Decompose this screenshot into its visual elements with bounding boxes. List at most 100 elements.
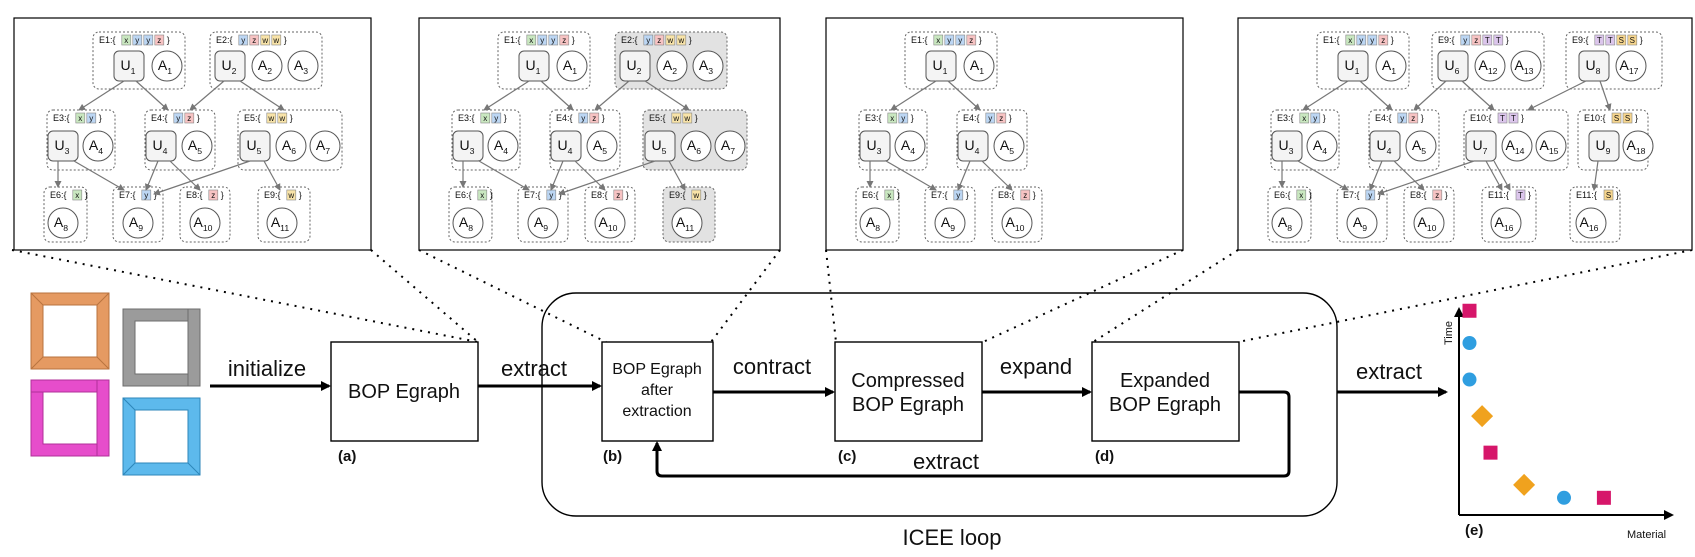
node-label-u1: U1 (121, 57, 136, 76)
node-label-a11: A11 (271, 214, 290, 233)
eclass-brace: } (299, 190, 302, 200)
plot-point-square (1483, 445, 1498, 460)
tag-label-x: x (480, 191, 484, 200)
eclass-label-e6: E6:{ (862, 190, 879, 200)
tag-label-y: y (241, 36, 245, 45)
tag-label-t: T (1500, 114, 1505, 123)
plot-point-circle (1462, 372, 1477, 387)
eclass-brace: } (154, 190, 157, 200)
eclass-brace: } (1528, 190, 1531, 200)
plot-point-square (1596, 490, 1611, 505)
eclass-brace: } (911, 113, 914, 123)
enode-a17 (1615, 50, 1647, 82)
enode-a11 (671, 207, 703, 239)
node-label-u7: U7 (1473, 137, 1488, 156)
eclass-label-e3: E3:{ (458, 113, 475, 123)
tag-y (1460, 34, 1471, 46)
node-label-a6: A6 (282, 137, 296, 156)
panel-label-c: (c) (838, 448, 856, 465)
pink-frame (30, 379, 110, 457)
node-label-a4: A4 (1313, 137, 1327, 156)
tag-label-s: S (1630, 36, 1635, 45)
edge (239, 80, 285, 111)
eclass-label-e5: E5:{ (244, 113, 261, 123)
eclass-label-e8: E8:{ (998, 190, 1015, 200)
node-label-u4: U4 (1377, 137, 1392, 156)
tag-label-t: T (1511, 114, 1516, 123)
tag-y (955, 34, 966, 46)
tag-label-w: w (666, 36, 673, 45)
node-label-a9: A9 (129, 214, 143, 233)
eclass-brace: } (167, 35, 170, 45)
tag-y (578, 112, 589, 124)
tag-x (477, 189, 488, 201)
enode-u3 (1271, 130, 1303, 162)
tag-t (1482, 34, 1493, 46)
panel-label-b: (b) (603, 448, 622, 465)
enode-a10 (594, 207, 626, 239)
tag-label-z: z (616, 191, 620, 200)
enode-u7 (1465, 130, 1497, 162)
enode-a10 (1001, 207, 1033, 239)
tag-label-x: x (78, 114, 82, 123)
eclass-brace: } (99, 113, 102, 123)
tag-x (72, 189, 83, 201)
node-label-a12: A12 (1479, 57, 1498, 76)
enode-u4 (550, 130, 582, 162)
tag-w (266, 112, 277, 124)
tag-label-y: y (144, 191, 148, 200)
edge (885, 160, 937, 191)
node-label-a3: A3 (294, 57, 308, 76)
tag-label-y: y (1359, 36, 1363, 45)
tag-t (1493, 34, 1504, 46)
node-label-u1: U1 (933, 57, 948, 76)
node-label-u2: U2 (627, 57, 642, 76)
eclass-brace: } (1323, 113, 1326, 123)
node-label-u3: U3 (460, 137, 475, 156)
enode-a2 (251, 50, 283, 82)
tag-label-z: z (1474, 36, 1478, 45)
tag-label-z: z (999, 114, 1003, 123)
tag-label-x: x (890, 114, 894, 123)
tag-label-s: S (1606, 191, 1611, 200)
eclass-brace: } (979, 35, 982, 45)
blue-frame (122, 397, 201, 476)
eclass-label-e7: E7:{ (931, 190, 948, 200)
edge (1369, 160, 1383, 191)
tag-y (1310, 112, 1321, 124)
tag-x (933, 34, 944, 46)
node-label-u4: U4 (558, 137, 573, 156)
eclass-label-e2: E2:{ (216, 35, 233, 45)
eclass-brace: } (689, 35, 692, 45)
tag-z (249, 34, 260, 46)
edge (644, 80, 690, 111)
enode-a15 (1535, 130, 1567, 162)
eclass-label-e5: E5:{ (649, 113, 666, 123)
tag-s (1627, 34, 1638, 46)
tag-label-y: y (1400, 114, 1404, 123)
enode-a3 (692, 50, 724, 82)
tag-z (1408, 112, 1419, 124)
tag-label-y: y (494, 114, 498, 123)
tag-label-y: y (551, 36, 555, 45)
tag-y (944, 34, 955, 46)
node-label-a17: A17 (1620, 57, 1639, 76)
tag-y (143, 34, 154, 46)
tag-s (1616, 34, 1627, 46)
edge (478, 160, 530, 191)
tag-z (1471, 34, 1482, 46)
tag-label-y: y (176, 114, 180, 123)
enode-u2 (214, 50, 246, 82)
edge (1527, 80, 1587, 111)
edge (483, 80, 530, 111)
tag-z (208, 189, 219, 201)
eclass-brace: } (1616, 190, 1619, 200)
tag-label-y: y (958, 36, 962, 45)
stage-b-label-1: BOP Egraph (612, 361, 702, 378)
tag-x (480, 112, 491, 124)
enode-a1 (151, 50, 183, 82)
tag-x (887, 112, 898, 124)
node-label-a1: A1 (970, 57, 984, 76)
tag-label-z: z (562, 36, 566, 45)
stage-b-label-2: after (641, 382, 674, 399)
